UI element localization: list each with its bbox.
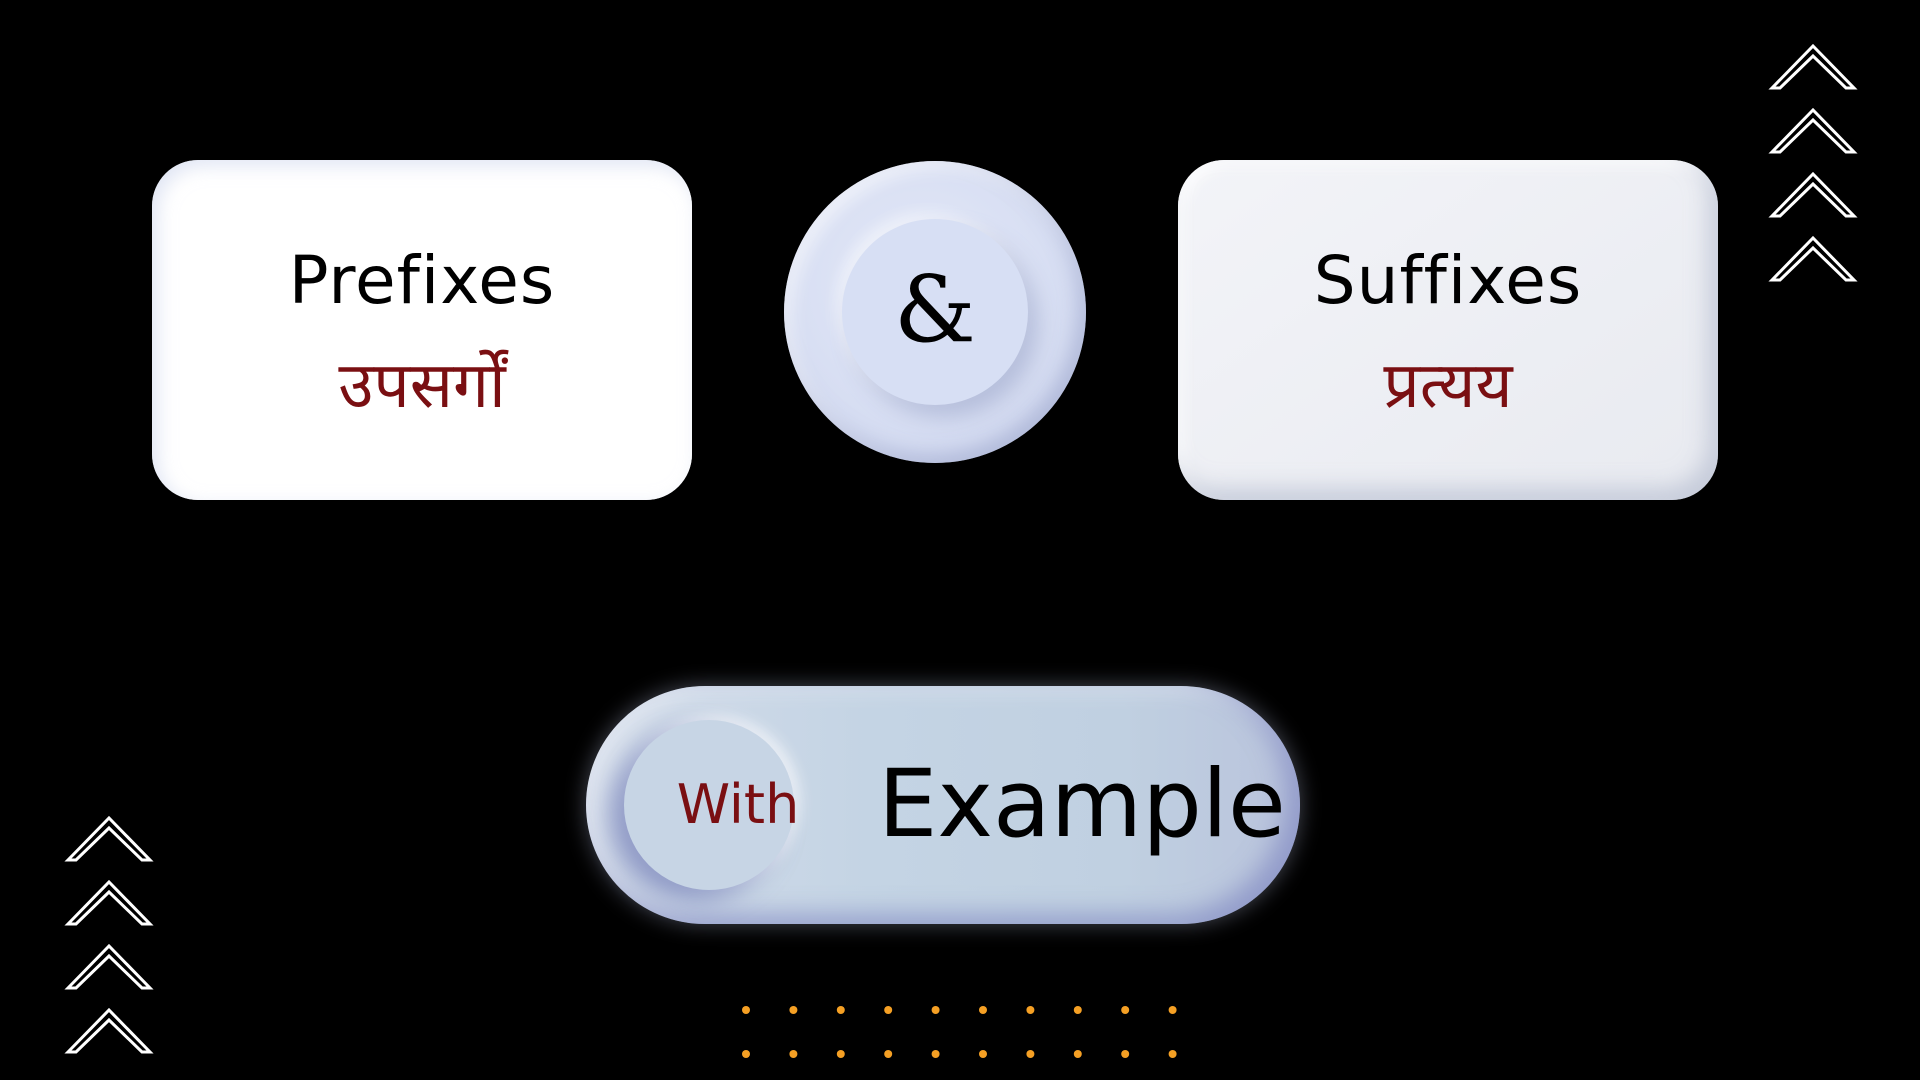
decorative-dot xyxy=(931,1006,940,1014)
decorative-dot xyxy=(884,1006,893,1014)
decorative-dot xyxy=(1168,1050,1177,1058)
chevron-up-stack-bottom-left-icon xyxy=(64,815,154,1054)
toggle-knob: With xyxy=(624,720,799,890)
decorative-dot xyxy=(979,1050,987,1058)
decorative-dot xyxy=(979,1006,987,1014)
with-example-toggle: With Example xyxy=(586,686,1300,924)
suffixes-english-label: Suffixes xyxy=(1313,242,1583,319)
decorative-dot xyxy=(789,1050,798,1058)
toggle-knob-label: With xyxy=(676,773,800,836)
chevron-up-stack-top-right-icon xyxy=(1768,43,1858,282)
decorative-dot xyxy=(742,1006,750,1014)
decorative-dot xyxy=(1073,1050,1082,1058)
decorative-dot xyxy=(1026,1050,1035,1058)
decorative-dot xyxy=(836,1050,845,1058)
decorative-dot xyxy=(1026,1006,1035,1014)
decorative-dot xyxy=(1073,1006,1082,1014)
prefixes-card: Prefixes उपसर्गों xyxy=(152,160,692,500)
decorative-dot xyxy=(884,1050,893,1058)
decorative-dot-grid xyxy=(742,1006,1177,1058)
dot-grid-group xyxy=(742,1006,1177,1058)
decorative-dot xyxy=(1121,1006,1130,1014)
ampersand-badge: & xyxy=(784,161,1086,463)
prefixes-hindi-label: उपसर्गों xyxy=(338,349,506,423)
decorative-dot xyxy=(789,1006,798,1014)
prefixes-english-label: Prefixes xyxy=(288,242,556,319)
suffixes-hindi-label: प्रत्यय xyxy=(1383,349,1513,423)
ampersand-inner-circle: & xyxy=(842,219,1028,405)
toggle-main-label: Example xyxy=(878,750,1286,859)
decorative-dot xyxy=(1121,1050,1130,1058)
suffixes-card: Suffixes प्रत्यय xyxy=(1178,160,1718,500)
ampersand-symbol: & xyxy=(894,256,976,363)
decorative-dot xyxy=(836,1006,845,1014)
decorative-dot xyxy=(1168,1006,1177,1014)
decorative-dot xyxy=(931,1050,940,1058)
decorative-dot xyxy=(742,1050,750,1058)
